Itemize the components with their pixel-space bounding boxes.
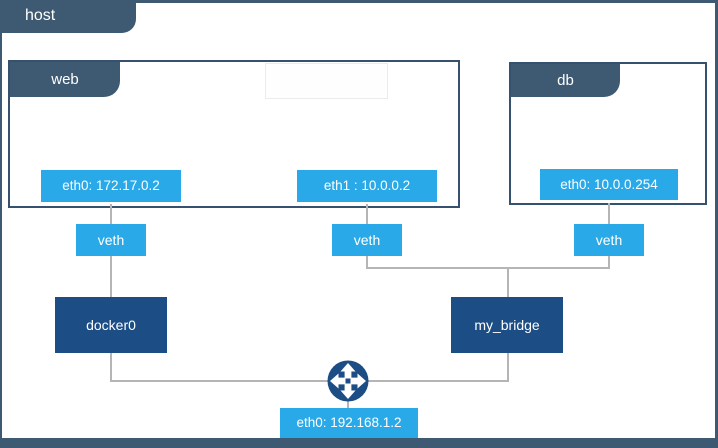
host-border-bottom bbox=[0, 438, 718, 448]
container-web-tab: web bbox=[10, 62, 120, 97]
container-web-label: web bbox=[51, 71, 79, 88]
host-border-left bbox=[0, 0, 2, 448]
veth-chip-2: veth bbox=[332, 224, 402, 256]
veth-chip-1: veth bbox=[76, 224, 146, 256]
ghost-box bbox=[265, 63, 388, 99]
bridge-my-bridge: my_bridge bbox=[451, 297, 563, 353]
container-db-label: db bbox=[557, 72, 574, 89]
host-border-top bbox=[0, 0, 718, 3]
interface-chip-web-eth0: eth0: 172.17.0.2 bbox=[41, 170, 181, 202]
wire-veth2-veth3-join bbox=[366, 256, 610, 269]
interface-chip-web-eth1: eth1 : 10.0.0.2 bbox=[297, 170, 437, 202]
host-border-right bbox=[715, 0, 718, 448]
host-tab: host bbox=[0, 0, 136, 33]
container-db-tab: db bbox=[511, 64, 620, 97]
host-label: host bbox=[25, 7, 56, 24]
interface-chip-host-eth0: eth0: 192.168.1.2 bbox=[280, 408, 418, 438]
wire-bridges-router bbox=[110, 353, 509, 382]
veth-chip-3: veth bbox=[574, 224, 644, 256]
bridge-docker0: docker0 bbox=[55, 297, 167, 353]
interface-chip-db-eth0: eth0: 10.0.0.254 bbox=[540, 169, 678, 200]
router-icon bbox=[327, 360, 369, 402]
